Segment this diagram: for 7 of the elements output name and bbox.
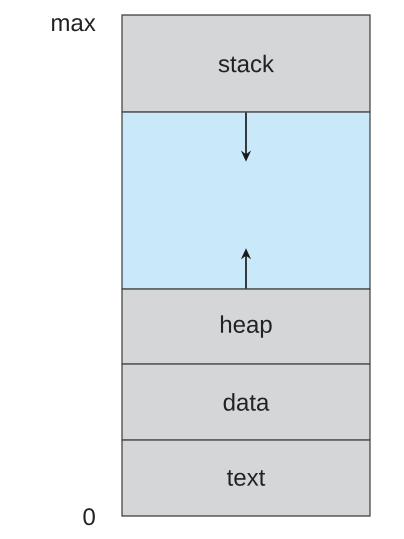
memory-segment: stack: [121, 14, 371, 113]
address-label: 0: [83, 508, 95, 526]
free-space-band: [121, 111, 371, 290]
memory-segment: data: [121, 363, 371, 441]
address-label: max: [52, 18, 96, 32]
memory-segment: text: [121, 439, 371, 517]
memory-segment: heap: [121, 288, 371, 365]
